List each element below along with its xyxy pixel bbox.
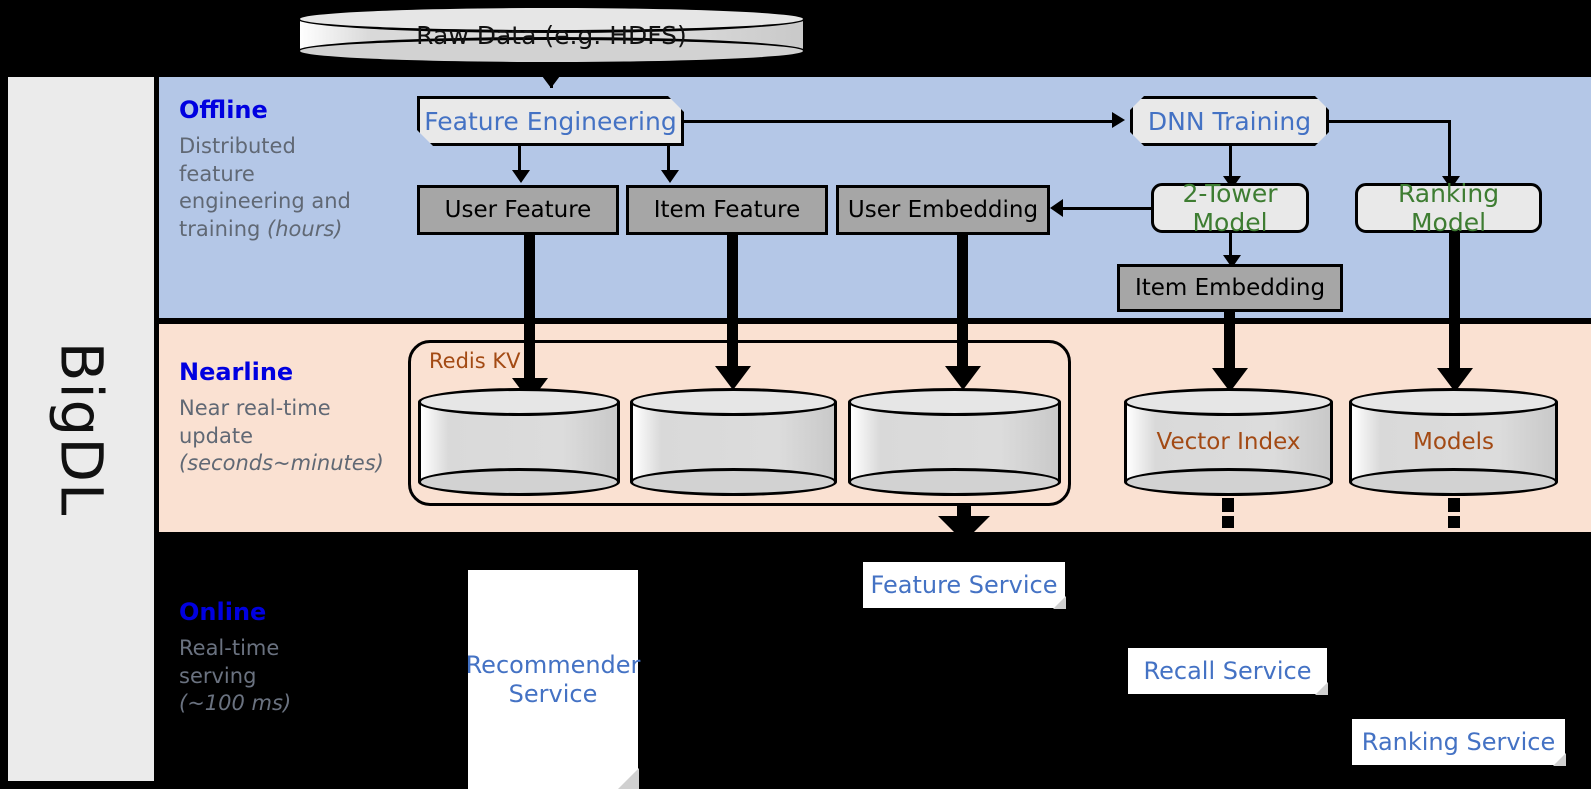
offline-caption: Offline Distributed feature engineering … — [179, 96, 414, 243]
ranking-service-label: Ranking Service — [1361, 727, 1556, 756]
kv-store-3-bottom — [848, 468, 1061, 496]
dash-models-2 — [1448, 516, 1460, 528]
kv-store-3-label — [848, 388, 1061, 496]
connector-dnn-to-twotower — [1229, 146, 1232, 182]
kv-store-3-top — [848, 388, 1061, 416]
offline-description: Distributed feature engineering and trai… — [179, 133, 414, 243]
online-caption: Online Real-time serving (~100 ms) — [179, 598, 414, 718]
offline-desc-l1: Distributed — [179, 134, 296, 158]
flow-itemembedding-to-vectorindex — [1224, 312, 1235, 378]
online-title: Online — [179, 598, 267, 626]
kv-store-user-feature[interactable] — [418, 388, 620, 496]
offline-desc-l2: feature — [179, 161, 255, 186]
models-bottom — [1349, 468, 1558, 496]
nearline-description: Near real-time update (seconds~minutes) — [179, 395, 414, 478]
online-desc-l2: serving — [179, 663, 257, 688]
online-description: Real-time serving (~100 ms) — [179, 635, 414, 718]
recall-service-card[interactable]: Recall Service — [1128, 648, 1328, 695]
kv-store-2-label — [630, 388, 837, 496]
connector-fe-to-itemfeature — [667, 146, 670, 176]
recommender-service-line2: Service — [508, 679, 598, 708]
two-tower-model-label: 2-Tower Model — [1182, 179, 1278, 237]
kv-store-item-feature[interactable] — [630, 388, 837, 496]
nearline-desc-l1: Near real-time — [179, 396, 331, 420]
arrowhead-rawdata-to-fe — [533, 64, 569, 88]
redis-kv-group[interactable]: Redis KV — [408, 340, 1071, 506]
node-user-embedding[interactable]: User Embedding — [836, 185, 1050, 235]
offline-title: Offline — [179, 96, 268, 124]
node-feature-engineering[interactable]: Feature Engineering — [417, 96, 684, 146]
ranking-model-label: Ranking Model — [1397, 179, 1500, 237]
ranking-service-card[interactable]: Ranking Service — [1352, 719, 1566, 766]
flow-userfeature-to-store1 — [524, 235, 535, 390]
connector-twotower-to-itemembedding — [1229, 233, 1232, 261]
redis-kv-label: Redis KV — [429, 349, 521, 373]
arrowhead-twotower-to-userembedding — [1050, 199, 1063, 217]
arrowhead-userembedding-to-store3 — [945, 366, 981, 390]
offline-desc-l4: training — [179, 216, 268, 241]
flow-rankingmodel-to-models — [1449, 233, 1460, 378]
arrowhead-fe-to-userfeature — [512, 170, 530, 183]
raw-data-label: Raw Data (e.g. HDFS) — [416, 20, 687, 50]
feature-service-card[interactable]: Feature Service — [863, 562, 1066, 609]
offline-desc-emphasis: (hours) — [267, 216, 343, 241]
kv-store-2-bottom — [630, 468, 837, 496]
vector-index-store[interactable]: Vector Index — [1124, 388, 1333, 496]
online-desc-emphasis: (~100 ms) — [179, 691, 292, 715]
models-label: Models — [1412, 429, 1495, 455]
recall-service-label: Recall Service — [1143, 656, 1312, 685]
raw-data-cylinder[interactable]: Raw Data (e.g. HDFS) — [297, 5, 806, 65]
recommender-service-card[interactable]: Recommender Service — [466, 570, 641, 789]
nearline-desc-emphasis: (seconds~minutes) — [179, 451, 384, 475]
recommender-service-line1: Recommender — [465, 650, 641, 679]
dash-vectorindex-1 — [1222, 498, 1234, 512]
connector-dnn-to-ranking-h — [1329, 120, 1451, 123]
node-item-feature[interactable]: Item Feature — [626, 185, 828, 235]
nearline-title: Nearline — [179, 358, 294, 386]
dash-vectorindex-2 — [1222, 516, 1234, 528]
flow-itemfeature-to-store2 — [727, 235, 738, 377]
arrowhead-fe-to-itemfeature — [661, 170, 679, 183]
item-embedding-label: Item Embedding — [1134, 275, 1326, 301]
dnn-training-label: DNN Training — [1147, 106, 1312, 136]
node-dnn-training[interactable]: DNN Training — [1130, 96, 1329, 146]
bigdl-label: BigDL — [47, 341, 116, 517]
user-embedding-label: User Embedding — [847, 197, 1039, 223]
raw-data-cylinder-top — [297, 5, 806, 33]
vector-index-bottom — [1124, 468, 1333, 496]
nearline-desc-l2: update — [179, 423, 253, 448]
kv-store-1-bottom — [418, 468, 620, 496]
node-item-embedding[interactable]: Item Embedding — [1117, 264, 1343, 312]
item-feature-label: Item Feature — [653, 197, 801, 223]
connector-dnn-to-ranking-v — [1448, 120, 1451, 182]
vector-index-label: Vector Index — [1156, 429, 1301, 455]
nearline-caption: Nearline Near real-time update (seconds~… — [179, 358, 414, 478]
vector-index-top — [1124, 388, 1333, 416]
kv-store-1-label — [418, 388, 620, 496]
node-two-tower-model[interactable]: 2-Tower Model — [1151, 179, 1309, 237]
models-top — [1349, 388, 1558, 416]
flow-userembedding-to-store3 — [957, 235, 968, 377]
feature-engineering-label: Feature Engineering — [424, 106, 677, 136]
connector-fe-to-dnn — [684, 120, 1112, 123]
recommender-service-label: Recommender Service — [466, 651, 641, 709]
kv-store-2-top — [630, 388, 837, 416]
bigdl-framework-rail: BigDL — [8, 77, 154, 781]
kv-store-user-embedding[interactable] — [848, 388, 1061, 496]
connector-fe-to-userfeature — [518, 146, 521, 176]
node-user-feature[interactable]: User Feature — [417, 185, 619, 235]
node-ranking-model[interactable]: Ranking Model — [1355, 179, 1542, 237]
arrowhead-kv-to-featureservice — [938, 516, 990, 542]
models-store[interactable]: Models — [1349, 388, 1558, 496]
arrowhead-itemfeature-to-store2 — [715, 366, 751, 390]
connector-twotower-to-userembedding — [1062, 207, 1154, 210]
feature-service-label: Feature Service — [870, 570, 1058, 599]
dash-models-1 — [1448, 498, 1460, 512]
kv-store-1-top — [418, 388, 620, 416]
offline-desc-l3: engineering and — [179, 189, 351, 213]
arrowhead-fe-to-dnn — [1112, 112, 1125, 128]
user-feature-label: User Feature — [444, 197, 592, 223]
online-desc-l1: Real-time — [179, 636, 280, 660]
